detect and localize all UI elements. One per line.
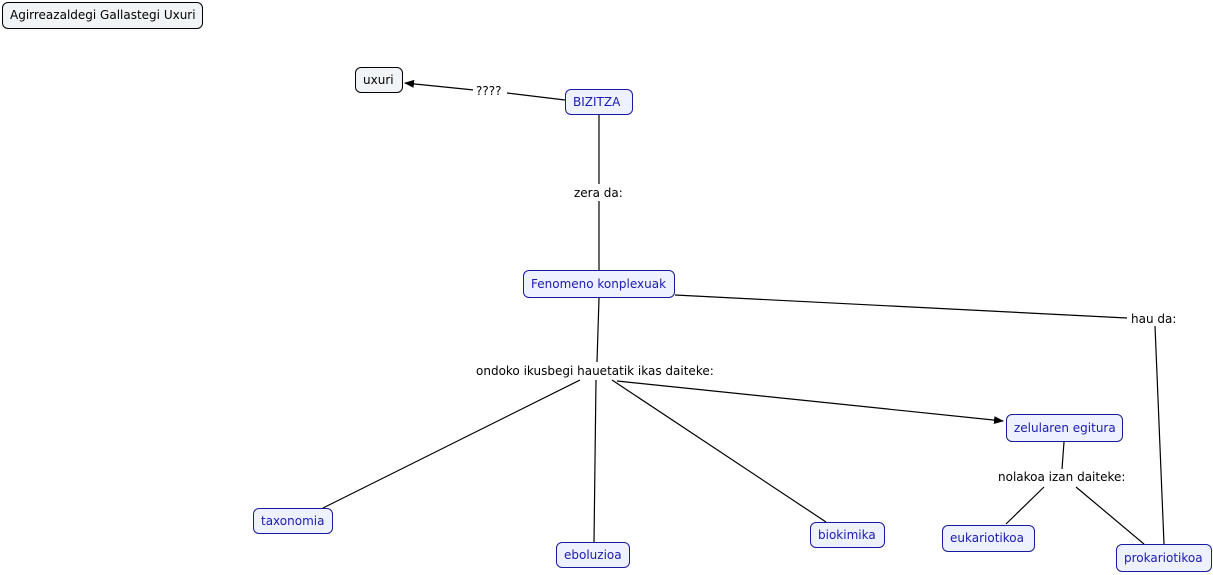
link-label-qqqq[interactable]: ???? — [473, 84, 505, 98]
edge-ondoko-to-zelularen — [616, 380, 1004, 425]
concept-eboluzioa[interactable]: eboluzioa — [556, 542, 630, 568]
link-label-zera-da[interactable]: zera da: — [571, 186, 626, 200]
concept-bizitza[interactable]: BIZITZA — [565, 89, 633, 115]
edge-bizitza-to-qqqq — [506, 92, 566, 101]
edge-nolakoa-to-eukariotikoa — [1005, 486, 1045, 525]
edge-zelularen-to-nolakoa — [1061, 441, 1065, 470]
link-label-ondoko[interactable]: ondoko ikusbegi hauetatik ikas daiteke: — [473, 364, 717, 378]
concept-taxonomia[interactable]: taxonomia — [253, 508, 333, 534]
edge-qqqq-to-uxuri — [404, 79, 475, 91]
link-label-hau-da[interactable]: hau da: — [1128, 312, 1180, 326]
edge-ondoko-to-biokimika — [611, 379, 827, 523]
concept-prokariotikoa[interactable]: prokariotikoa — [1116, 544, 1212, 572]
edge-ondoko-to-taxonomia — [322, 379, 581, 509]
author-node[interactable]: Agirreazaldegi Gallastegi Uxuri — [2, 2, 203, 29]
concept-zelularen-egitura[interactable]: zelularen egitura — [1006, 414, 1123, 442]
edge-nolakoa-to-prokariotikoa — [1075, 486, 1145, 545]
concept-uxuri[interactable]: uxuri — [355, 67, 403, 93]
edge-hau-da-to-prokariotikoa — [1154, 325, 1165, 545]
edge-fenomeno-to-hau-da — [674, 294, 1128, 319]
edge-ondoko-to-eboluzioa — [593, 379, 597, 544]
concept-biokimika[interactable]: biokimika — [810, 522, 885, 548]
link-label-nolakoa[interactable]: nolakoa izan daiteke: — [995, 470, 1129, 484]
concept-fenomeno-konplexuak[interactable]: Fenomeno konplexuak — [523, 270, 675, 298]
concept-eukariotikoa[interactable]: eukariotikoa — [942, 525, 1035, 552]
edge-fenomeno-to-ondoko — [596, 297, 600, 363]
